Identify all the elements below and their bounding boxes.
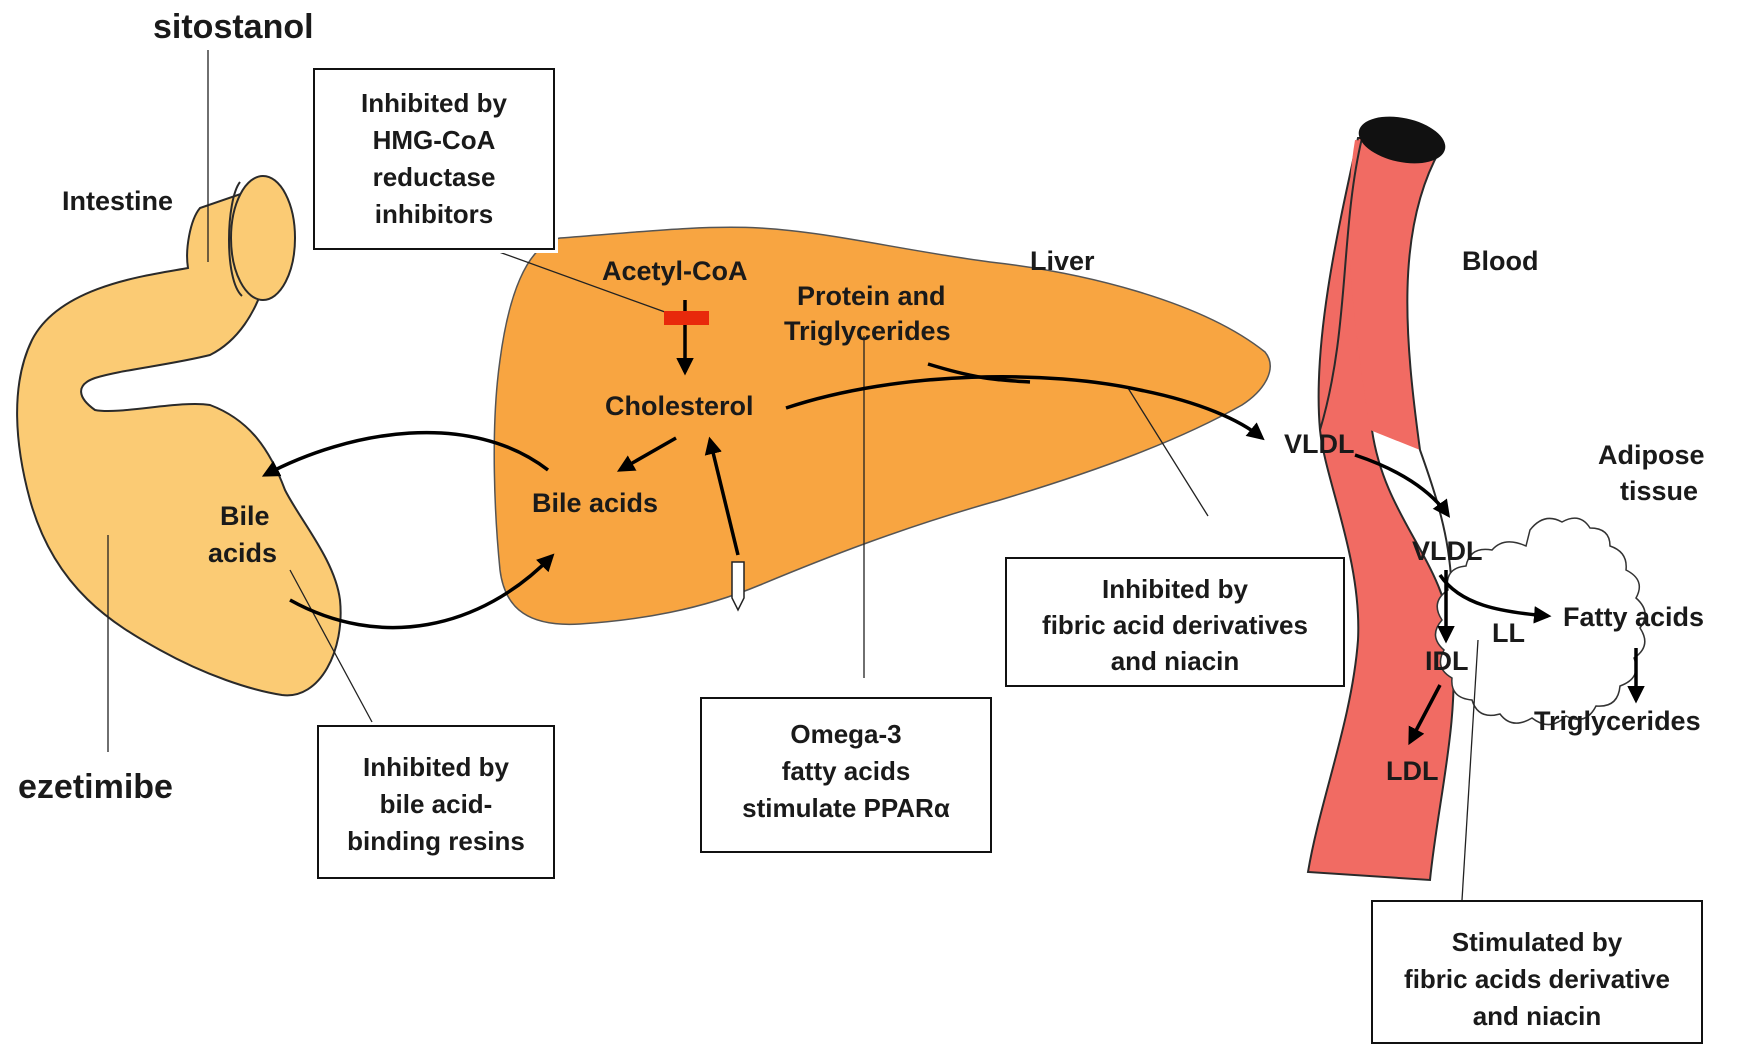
fibric-stimulate-box: Stimulated by fibric acids derivative an… xyxy=(1372,901,1706,1047)
cholesterol-label: Cholesterol xyxy=(605,391,754,421)
fibric-stim-line: Stimulated by xyxy=(1452,927,1623,957)
intestine-label: Intestine xyxy=(62,186,173,216)
omega3-box: Omega-3 fatty acids stimulate PPARα xyxy=(701,698,995,856)
hmg-coa-inhibitor-box: Inhibited by HMG-CoA reductase inhibitor… xyxy=(314,69,558,253)
adipose-label-line2: tissue xyxy=(1620,476,1698,506)
ldl-label: LDL xyxy=(1386,756,1438,786)
fibric-inhibit-line: Inhibited by xyxy=(1102,574,1248,604)
fibric-inhibit-line: and niacin xyxy=(1111,646,1240,676)
ll-label: LL xyxy=(1492,618,1525,648)
idl-label: IDL xyxy=(1425,646,1469,676)
stimulation-marker-icon xyxy=(732,562,744,610)
bile-resin-box: Inhibited by bile acid- binding resins xyxy=(318,726,558,882)
protein-tg-line1: Protein and xyxy=(797,281,946,311)
fibric-stim-line: and niacin xyxy=(1473,1001,1602,1031)
fibric-stim-line: fibric acids derivative xyxy=(1404,964,1670,994)
hmg-box-line: inhibitors xyxy=(375,199,493,229)
fibric-inhibit-line: fibric acid derivatives xyxy=(1042,610,1308,640)
bile-acids-liver-label: Bile acids xyxy=(532,488,658,518)
omega-box-line: stimulate PPARα xyxy=(742,793,950,823)
sitostanol-label: sitostanol xyxy=(153,8,314,46)
vldl-blood-label: VLDL xyxy=(1412,536,1483,566)
resin-box-line: binding resins xyxy=(347,826,525,856)
resin-box-line: Inhibited by xyxy=(363,752,509,782)
bile-acids-intestine-line1: Bile xyxy=(220,501,270,531)
hmg-box-line: Inhibited by xyxy=(361,88,507,118)
hmg-box-line: HMG-CoA xyxy=(373,125,496,155)
omega-box-line: Omega-3 xyxy=(790,719,901,749)
resin-box-line: bile acid- xyxy=(380,789,493,819)
bile-acids-intestine-line2: acids xyxy=(208,538,277,568)
blood-label: Blood xyxy=(1462,246,1538,276)
acetyl-coa-label: Acetyl-CoA xyxy=(602,256,748,286)
ezetimibe-label: ezetimibe xyxy=(18,768,173,806)
hmg-block-bar xyxy=(664,311,709,325)
omega-box-line: fatty acids xyxy=(782,756,911,786)
hmg-box-line: reductase xyxy=(373,162,496,192)
fibric-inhibit-box: Inhibited by fibric acid derivatives and… xyxy=(1006,558,1348,690)
liver-label: Liver xyxy=(1030,246,1095,276)
protein-tg-line2: Triglycerides xyxy=(784,316,951,346)
vldl-liver-label: VLDL xyxy=(1284,429,1355,459)
fatty-acids-label: Fatty acids xyxy=(1563,602,1704,632)
intestine-shape xyxy=(17,176,341,695)
adipose-label-line1: Adipose xyxy=(1598,440,1705,470)
triglycerides-label: Triglycerides xyxy=(1534,706,1701,736)
